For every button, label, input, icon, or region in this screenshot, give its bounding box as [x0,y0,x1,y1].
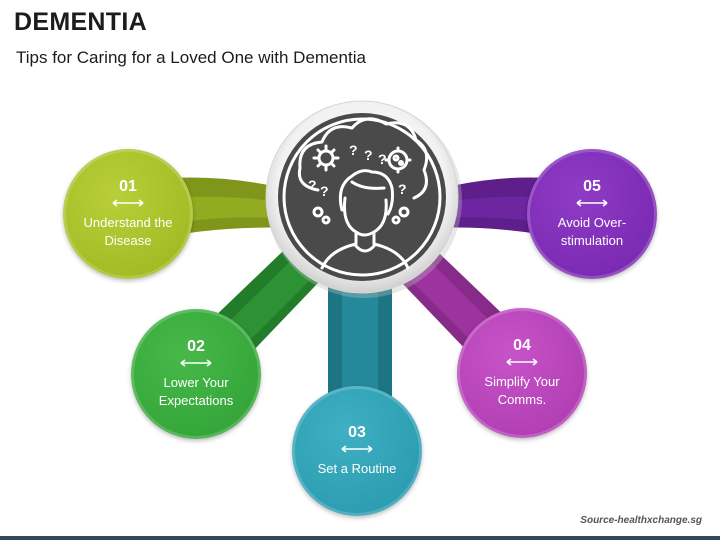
question-mark-icon: ? [398,181,407,197]
question-mark-icon: ? [378,151,387,167]
question-marks: ? ? ? ? ? ? [308,142,407,199]
double-arrow-icon [341,445,373,453]
tip-label: Avoid Over-stimulation [557,215,627,248]
tip-label: Simplify Your Comms. [484,374,560,407]
tip-number: 03 [348,424,366,441]
double-arrow-icon [180,359,212,367]
tip-label: Understand the Disease [83,215,173,248]
question-mark-icon: ? [308,177,317,193]
page-title: DEMENTIA [14,8,147,36]
double-arrow-icon [506,358,538,366]
double-arrow-icon [112,199,144,207]
tip-number: 01 [119,178,137,195]
tip-number: 04 [513,337,531,354]
center-hub: ? ? ? ? ? ? [265,100,462,298]
page-subtitle: Tips for Caring for a Loved One with Dem… [16,48,366,67]
tip-node-05: 05 Avoid Over-stimulation [527,149,657,279]
tip-label: Lower Your Expectations [158,375,234,408]
tip-node-04: 04 Simplify Your Comms. [457,308,587,438]
tip-label: Set a Routine [317,461,397,476]
dementia-head-icon [297,117,429,270]
footer-bar [0,536,720,540]
source-credit: Source-healthxchange.sg [580,515,702,526]
tip-number: 05 [583,178,601,195]
tip-node-01: 01 Understand the Disease [63,149,193,279]
tip-node-03: 03 Set a Routine [292,386,422,516]
double-arrow-icon [576,199,608,207]
connector-03 [328,260,392,410]
tip-number: 02 [187,338,205,355]
question-mark-icon: ? [364,147,373,163]
question-mark-icon: ? [349,142,358,158]
question-mark-icon: ? [320,183,329,199]
tip-node-02: 02 Lower Your Expectations [131,309,261,439]
